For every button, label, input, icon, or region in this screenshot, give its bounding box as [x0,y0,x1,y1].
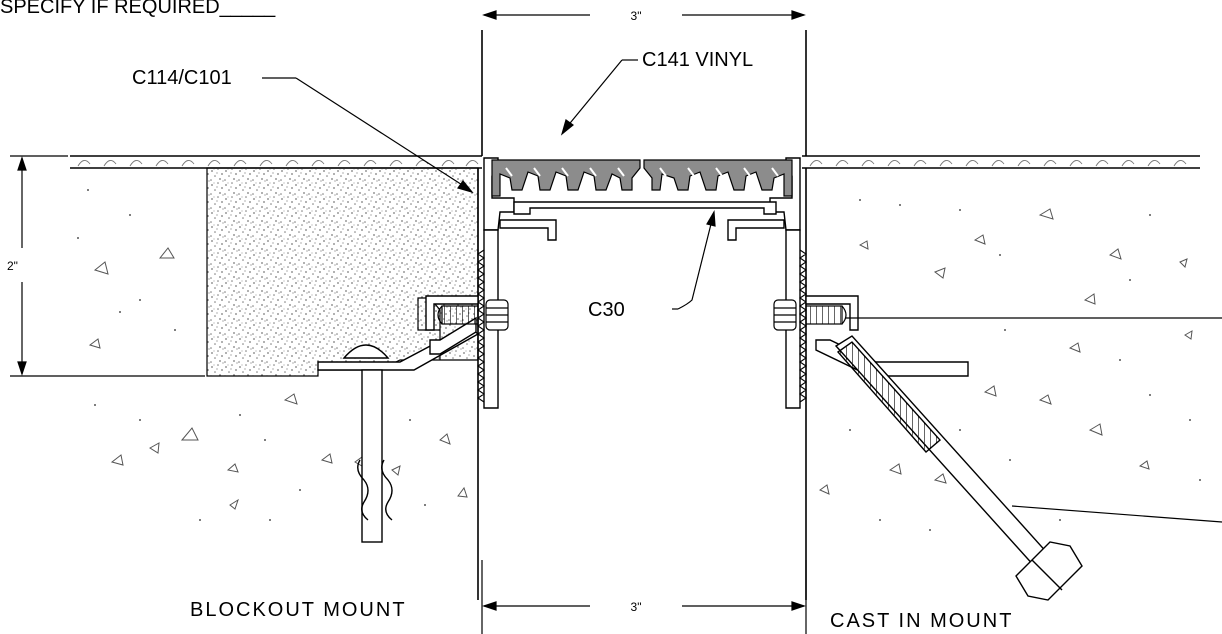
right-bolt [773,299,847,331]
left-bolt [437,299,509,331]
surface-texture [77,160,1187,167]
c141-vinyl-label: C141 VINYL [642,49,753,71]
c30-label: C30 [588,299,625,321]
blockout-anchor [342,344,393,543]
right-serrations [799,249,807,403]
concrete-aggregate [88,208,1193,510]
specify-note: SPECIFY IF REQUIRED_____ [0,0,276,18]
top-width-dimension: 3" [631,9,642,23]
c114-label: C114/C101 [132,67,232,89]
blockout-mount-label: BLOCKOUT MOUNT [190,599,407,621]
joint-walls [477,30,807,600]
c30-cover-plate [513,201,777,215]
c141-vinyl-insert [491,159,793,197]
left-anchor-bracket [317,295,480,371]
dimension-lines [10,10,807,634]
left-serrations [477,249,485,403]
vinyl-notches [505,167,779,177]
cast-in-mount-label: CAST IN MOUNT [830,610,1013,632]
depth-dimension: 2" [7,259,18,273]
cast-in-anchor-bolt [834,335,1083,601]
leader-lines [262,59,1222,523]
bottom-width-dimension: 3" [631,600,642,614]
concrete-specks [77,189,1201,531]
